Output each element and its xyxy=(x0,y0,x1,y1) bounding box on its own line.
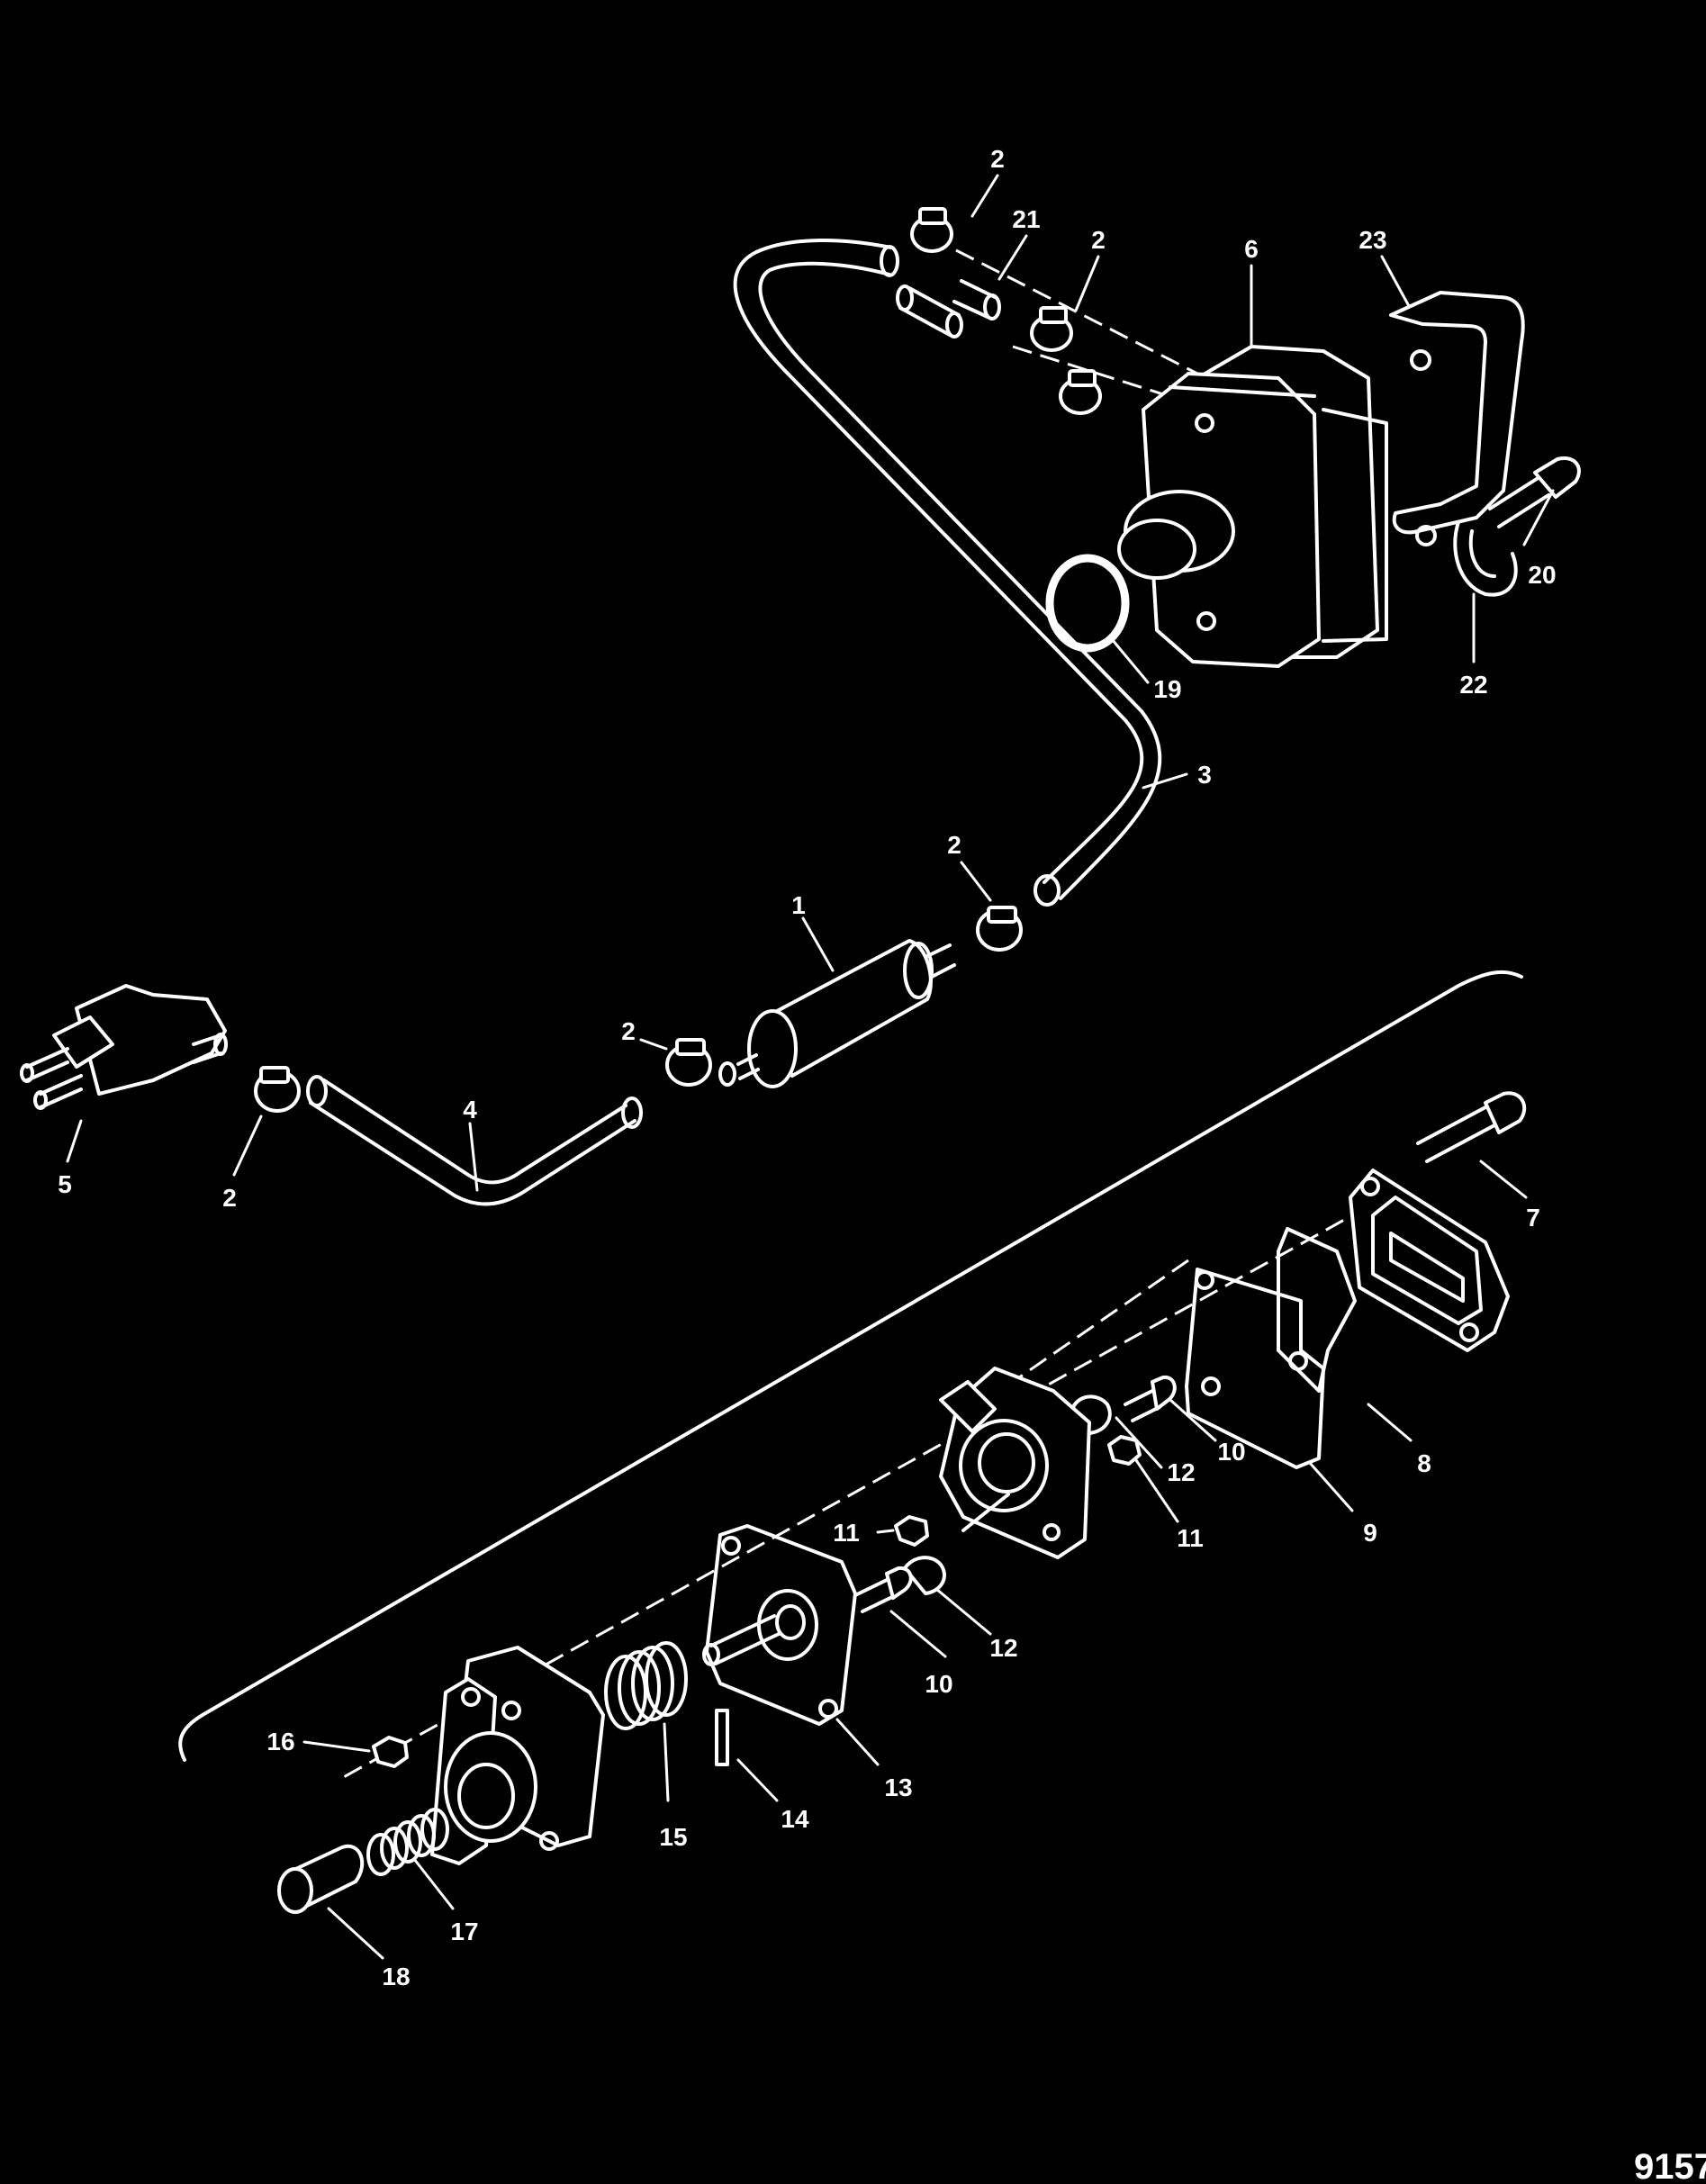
fuel-pump xyxy=(1117,345,1388,668)
callout-22: 22 xyxy=(1459,671,1487,699)
screw-7 xyxy=(1416,1091,1527,1163)
separator-line xyxy=(178,970,1523,1762)
leader-lines xyxy=(66,174,1555,1960)
callout-3: 3 xyxy=(1197,761,1212,789)
nut-11-right xyxy=(1107,1435,1142,1466)
callout-9: 9 xyxy=(1363,1519,1377,1547)
fuel-filter xyxy=(718,939,956,1088)
callout-labels: 2 21 2 6 23 20 22 19 3 2 1 2 4 5 2 7 8 9… xyxy=(58,145,1556,1990)
callout-17: 17 xyxy=(450,1918,478,1945)
callout-2: 2 xyxy=(947,831,961,859)
cover-plate xyxy=(1349,1169,1510,1352)
spring-17 xyxy=(366,1808,449,1876)
pump-body xyxy=(939,1367,1091,1559)
fuel-connector xyxy=(20,984,228,1110)
gasket xyxy=(1185,1268,1325,1469)
hose-clamp-upper-2 xyxy=(1030,306,1073,352)
callout-14: 14 xyxy=(781,1805,809,1833)
nut-11-left xyxy=(894,1515,929,1547)
callout-18: 18 xyxy=(382,1963,410,1990)
hose-clamp-mid xyxy=(976,906,1023,952)
callout-2: 2 xyxy=(990,145,1005,173)
o-ring xyxy=(1045,554,1130,653)
callout-6: 6 xyxy=(1244,235,1259,263)
callout-16: 16 xyxy=(266,1728,294,1755)
figure-number: 9157 xyxy=(1634,2147,1706,2184)
screw-10-upper xyxy=(1124,1375,1177,1422)
clip-22 xyxy=(1453,520,1518,597)
check-valve-flap xyxy=(1277,1227,1357,1393)
callout-2: 2 xyxy=(621,1017,636,1045)
hose-clamp-left xyxy=(254,1066,301,1113)
hose-clamp-upper-1 xyxy=(910,207,953,253)
check-valve-12-upper xyxy=(1071,1394,1112,1435)
callout-10: 10 xyxy=(1217,1438,1245,1466)
callout-19: 19 xyxy=(1153,675,1181,703)
callout-8: 8 xyxy=(1417,1449,1431,1477)
callout-23: 23 xyxy=(1358,226,1386,254)
callout-4: 4 xyxy=(463,1096,477,1124)
callout-2: 2 xyxy=(1091,226,1106,254)
callout-12: 12 xyxy=(1167,1458,1195,1486)
fitting-21 xyxy=(896,279,1001,338)
callout-12: 12 xyxy=(989,1634,1017,1662)
pin-14 xyxy=(715,1709,729,1766)
screw-20 xyxy=(1488,456,1581,528)
callout-13: 13 xyxy=(884,1773,912,1801)
nut-16 xyxy=(372,1736,409,1768)
callout-11: 11 xyxy=(833,1519,860,1547)
fuel-hose-upper xyxy=(733,239,1162,907)
hose-clamp-filter xyxy=(665,1038,712,1087)
pump-base xyxy=(430,1646,605,1865)
check-valve-12-lower xyxy=(903,1556,946,1595)
callout-1: 1 xyxy=(791,891,806,919)
callout-11: 11 xyxy=(1177,1524,1204,1552)
fuel-hose-lower xyxy=(306,1075,643,1206)
callout-2: 2 xyxy=(222,1184,237,1212)
callout-20: 20 xyxy=(1528,561,1556,589)
plunger-18 xyxy=(277,1844,365,1914)
spring-15 xyxy=(604,1641,688,1730)
callout-15: 15 xyxy=(659,1823,687,1851)
callout-5: 5 xyxy=(58,1170,72,1198)
callout-10: 10 xyxy=(925,1670,952,1698)
hose-clamp-upper-3 xyxy=(1059,369,1102,415)
callout-7: 7 xyxy=(1526,1204,1540,1232)
mounting-bracket xyxy=(1389,291,1525,546)
diaphragm xyxy=(702,1524,857,1726)
screw-10-lower xyxy=(853,1566,913,1613)
callout-21: 21 xyxy=(1012,205,1040,233)
